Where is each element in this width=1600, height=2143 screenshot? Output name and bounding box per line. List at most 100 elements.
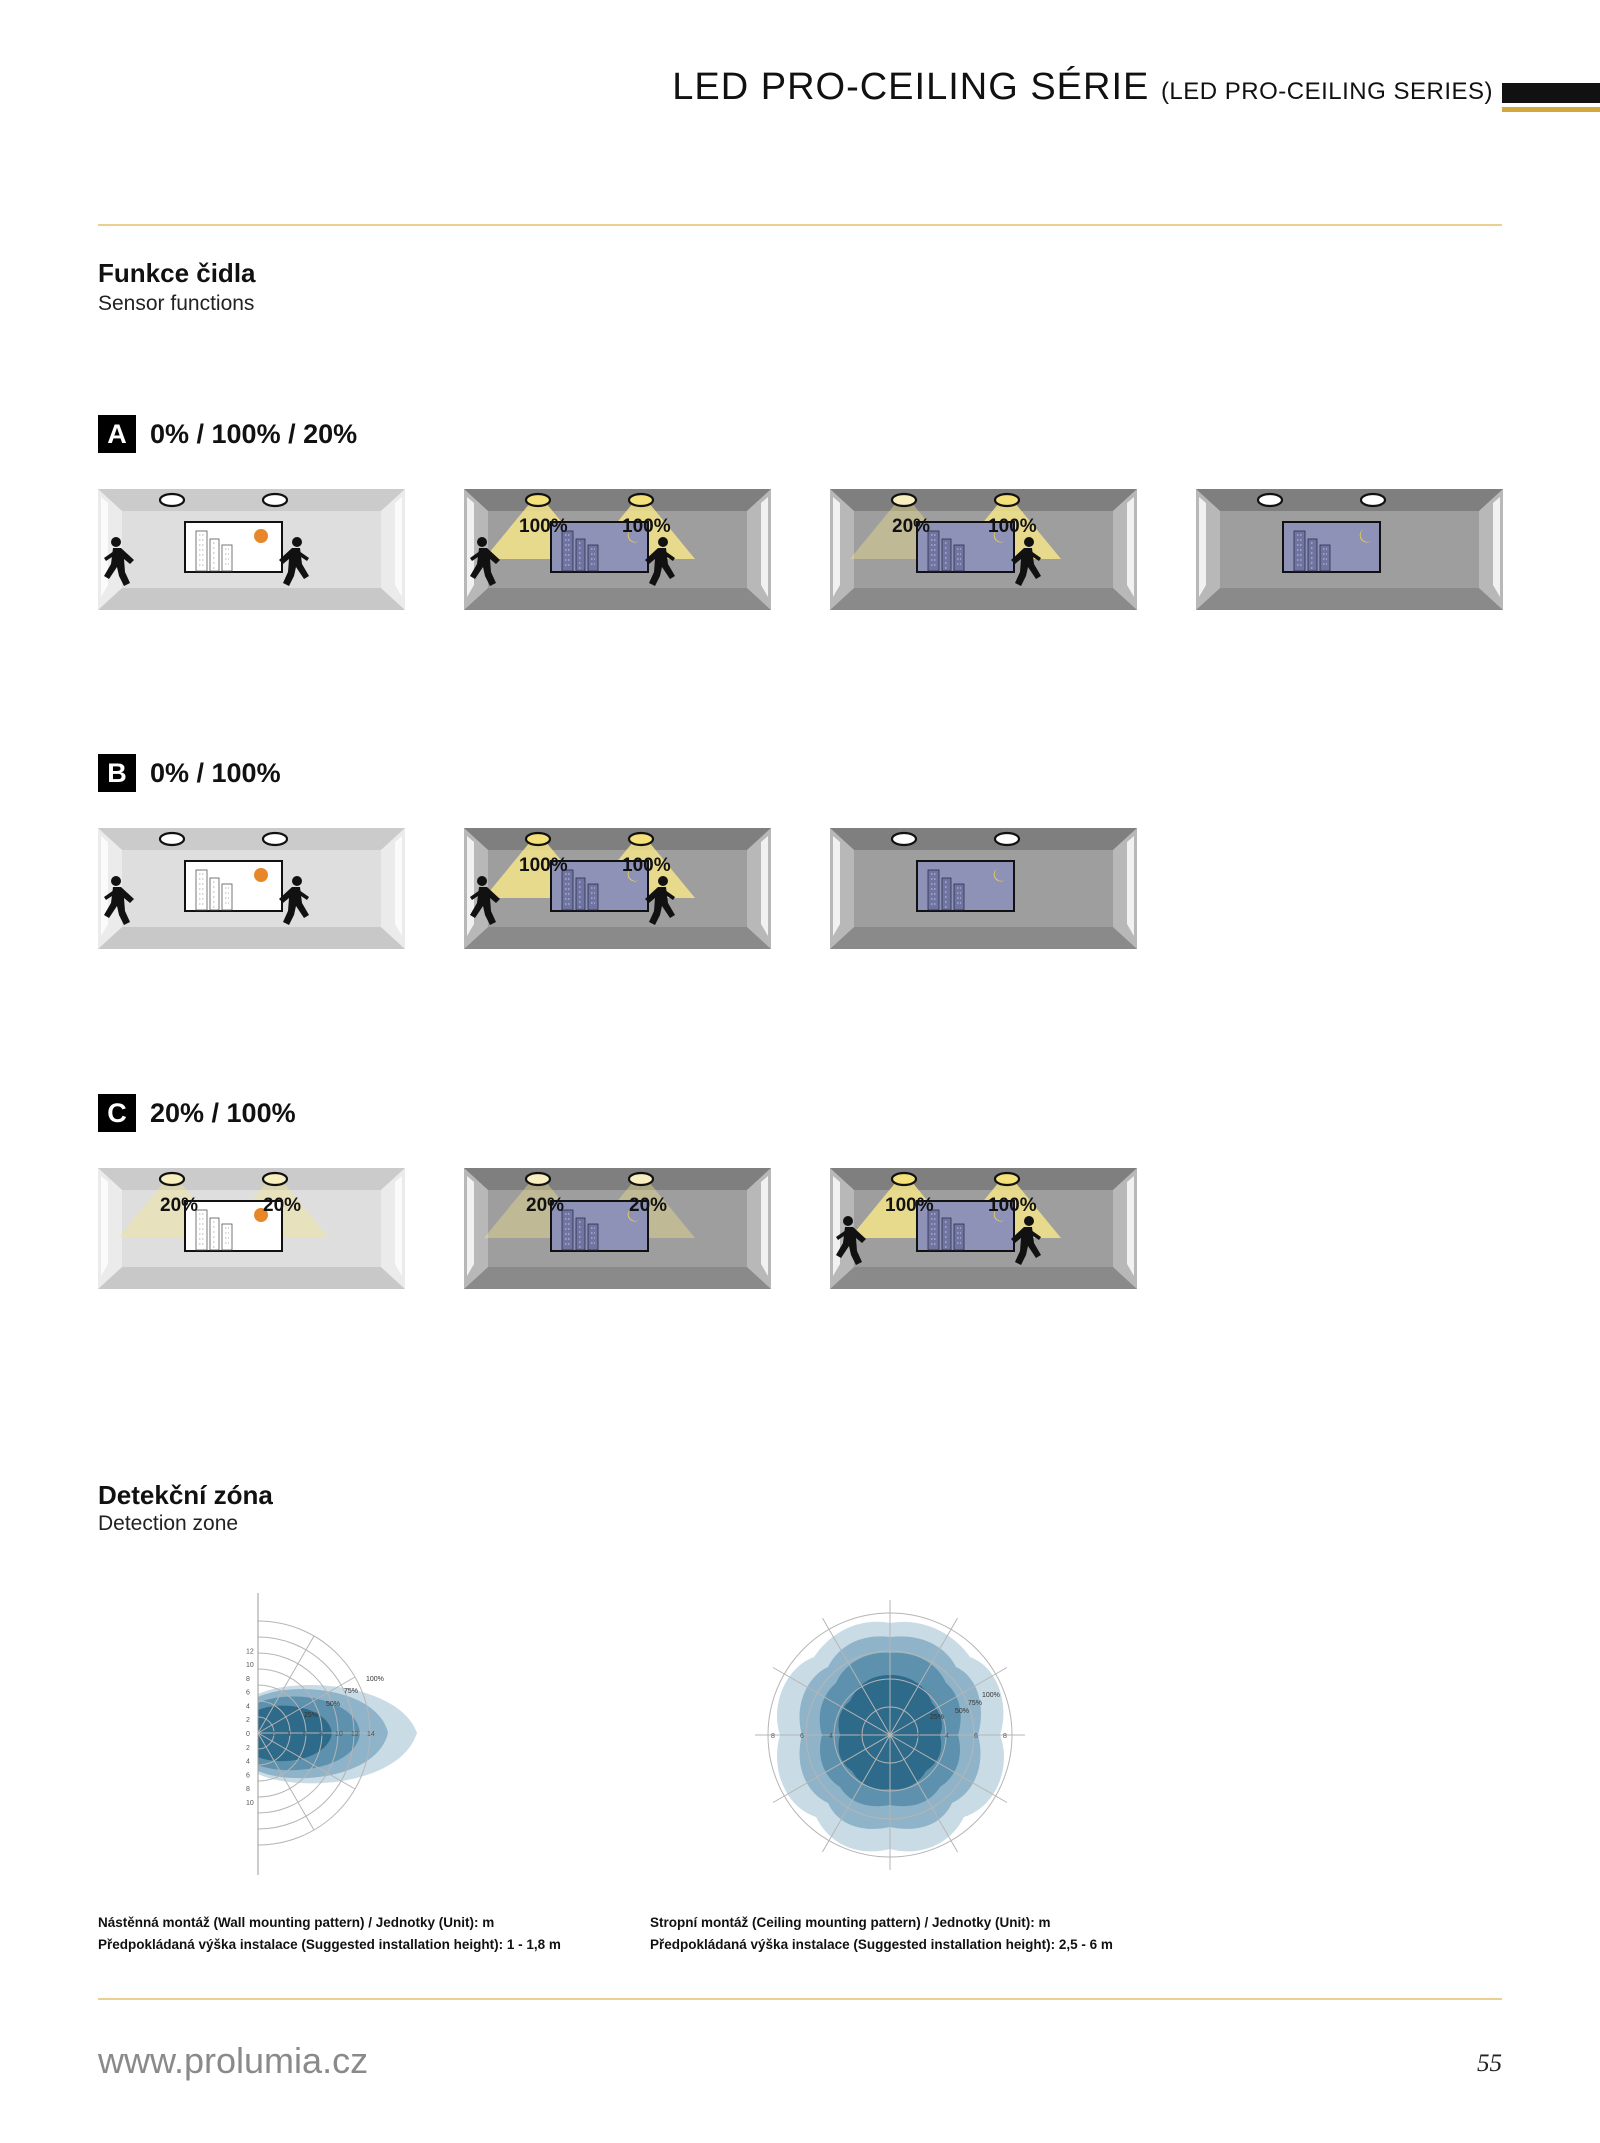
room-floor	[830, 1267, 1137, 1289]
room-right-door	[395, 1176, 402, 1276]
building	[927, 530, 940, 572]
building	[195, 1209, 208, 1251]
footer-url[interactable]: www.prolumia.cz	[98, 2040, 369, 2081]
building	[1319, 544, 1331, 572]
sun-icon	[254, 1208, 268, 1222]
sensor-functions-title: Funkce čidla	[98, 258, 256, 288]
wall-zone-label: 75%	[344, 1688, 358, 1695]
person-walking-icon	[104, 537, 134, 586]
person-walking-icon	[470, 537, 500, 586]
room-right-door	[1493, 497, 1500, 597]
ceiling-lamp-icon	[993, 831, 1021, 847]
brightness-label: 100%	[519, 516, 568, 537]
ceiling-lamp-icon	[158, 1171, 186, 1187]
detection-zone-subtitle: Detection zone	[98, 1512, 239, 1535]
building	[587, 1223, 599, 1251]
wall-y-tick: 4	[246, 1703, 250, 1710]
building	[195, 869, 208, 911]
mode-c-label: 20% / 100%	[150, 1098, 296, 1128]
wall-x-tick: 2	[271, 1731, 275, 1738]
room-right-door	[1127, 497, 1134, 597]
brightness-label: 100%	[622, 855, 671, 876]
brightness-label: 100%	[885, 1195, 934, 1216]
brightness-label: 100%	[519, 855, 568, 876]
room-right-door	[761, 836, 768, 936]
room-left-door	[467, 1176, 474, 1276]
building	[209, 877, 220, 911]
header-gold-bar	[1502, 107, 1600, 112]
ceiling-x-tick: 6	[800, 1733, 804, 1740]
scene-illustration	[98, 828, 405, 949]
room-left-door	[101, 497, 108, 597]
room-ceiling	[464, 828, 771, 850]
wall-x-tick: 12	[351, 1731, 359, 1738]
room-ceiling	[98, 828, 405, 850]
page-number: 55	[1477, 2050, 1502, 2077]
person-walking-icon	[470, 876, 500, 925]
mode-b-badge: B	[98, 754, 136, 792]
building	[221, 544, 233, 572]
room-floor	[464, 588, 771, 610]
room-ceiling	[464, 489, 771, 511]
ceiling-caption-line2: Předpokládaná výška instalace (Suggested…	[650, 1937, 1113, 1952]
building	[575, 877, 586, 911]
scene-illustration: 20%20%	[464, 1168, 771, 1289]
detection-zone-title: Detekční zóna	[98, 1480, 273, 1510]
ceiling-x-tick: 6	[974, 1733, 978, 1740]
wall-y-tick: 6	[246, 1690, 250, 1697]
building	[195, 530, 208, 572]
brightness-label: 20%	[263, 1195, 302, 1216]
building	[209, 1217, 220, 1251]
ceiling-zone-label: 50%	[955, 1708, 969, 1715]
ceiling-lamp-icon	[524, 1171, 552, 1187]
wall-y-tick: 8	[246, 1676, 250, 1683]
wall-zone-label: 50%	[326, 1701, 340, 1708]
scene-illustration: 100%100%	[830, 1168, 1137, 1289]
wall-y-tick: 2	[246, 1717, 250, 1724]
brightness-label: 100%	[988, 516, 1037, 537]
ceiling-lamp-icon	[524, 492, 552, 508]
ceiling-lamp-icon	[993, 492, 1021, 508]
wall-y-tick: 10	[246, 1800, 254, 1807]
building	[953, 544, 965, 572]
building	[953, 883, 965, 911]
person-walking-icon	[104, 876, 134, 925]
person-walking-icon	[645, 876, 675, 925]
ceiling-mounting-caption: Stropní montáž (Ceiling mounting pattern…	[650, 1912, 1113, 1956]
building	[1307, 538, 1318, 572]
building	[1293, 530, 1306, 572]
room-floor	[830, 588, 1137, 610]
ceiling-x-tick: 2	[858, 1733, 862, 1740]
header-black-bar	[1502, 83, 1600, 103]
room-right-door	[761, 1176, 768, 1276]
wall-mounting-caption: Nástěnná montáž (Wall mounting pattern) …	[98, 1912, 561, 1956]
room-right-door	[761, 497, 768, 597]
room-left-door	[1199, 497, 1206, 597]
building	[953, 1223, 965, 1251]
room-right-door	[395, 836, 402, 936]
wall-zone-labels: 100% 75% 50% 25%	[304, 1676, 384, 1719]
ceiling-lamp-icon	[261, 1171, 289, 1187]
ceiling-x-tick: 8	[1003, 1733, 1007, 1740]
building	[941, 1217, 952, 1251]
wall-y-tick: 12	[246, 1648, 254, 1655]
scene-illustration: 20%20%	[98, 1168, 405, 1289]
building	[209, 538, 220, 572]
ceiling-lamp-icon	[261, 831, 289, 847]
mode-c-badge: C	[98, 1094, 136, 1132]
room-floor	[98, 588, 405, 610]
wall-x-tick: 14	[367, 1731, 375, 1738]
top-divider	[98, 224, 1502, 226]
ceiling-grid	[755, 1600, 1025, 1870]
room-ceiling	[464, 1168, 771, 1190]
wall-y-tick: 0	[246, 1731, 250, 1738]
ceiling-lamp-icon	[627, 492, 655, 508]
room-left-door	[101, 836, 108, 936]
building	[941, 538, 952, 572]
building	[575, 538, 586, 572]
building	[561, 1209, 574, 1251]
scene-illustration	[98, 489, 405, 610]
